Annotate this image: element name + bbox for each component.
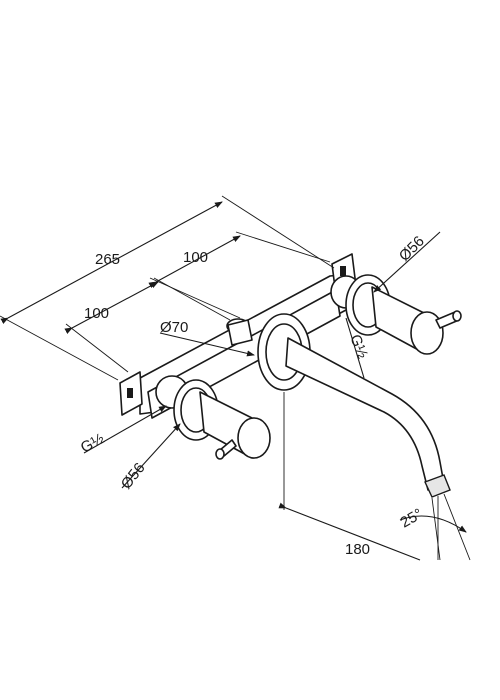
dimension-label-100-lower: 100 bbox=[84, 305, 109, 322]
left-bracket-slot bbox=[127, 388, 133, 398]
dimension-100-upper bbox=[148, 231, 331, 319]
dimension-o56-right-leader bbox=[373, 231, 441, 293]
dimension-label-265: 265 bbox=[95, 251, 120, 268]
dimension-label-100-upper: 100 bbox=[183, 249, 208, 266]
thread-label-right: G½ bbox=[346, 332, 371, 361]
right-bracket-slot bbox=[340, 266, 346, 276]
thread-right-leader bbox=[345, 317, 365, 379]
thread-label-left: G½ bbox=[78, 430, 108, 457]
dimension-label-180: 180 bbox=[345, 541, 370, 558]
angle-25 bbox=[399, 493, 471, 561]
dimension-label-o70: Ø70 bbox=[160, 319, 188, 336]
dimension-o70-leader bbox=[159, 332, 255, 357]
dimension-265 bbox=[0, 195, 335, 381]
dimension-100-lower bbox=[64, 277, 231, 373]
thread-left-leader bbox=[83, 405, 167, 454]
left-handle-valve bbox=[155, 375, 271, 460]
dimension-o56-left-leader bbox=[121, 423, 181, 489]
dimension-label-o56-right: Ø56 bbox=[396, 233, 428, 265]
spout bbox=[257, 313, 451, 498]
angle-label-25: 25° bbox=[398, 505, 426, 531]
dimension-180 bbox=[278, 392, 441, 561]
